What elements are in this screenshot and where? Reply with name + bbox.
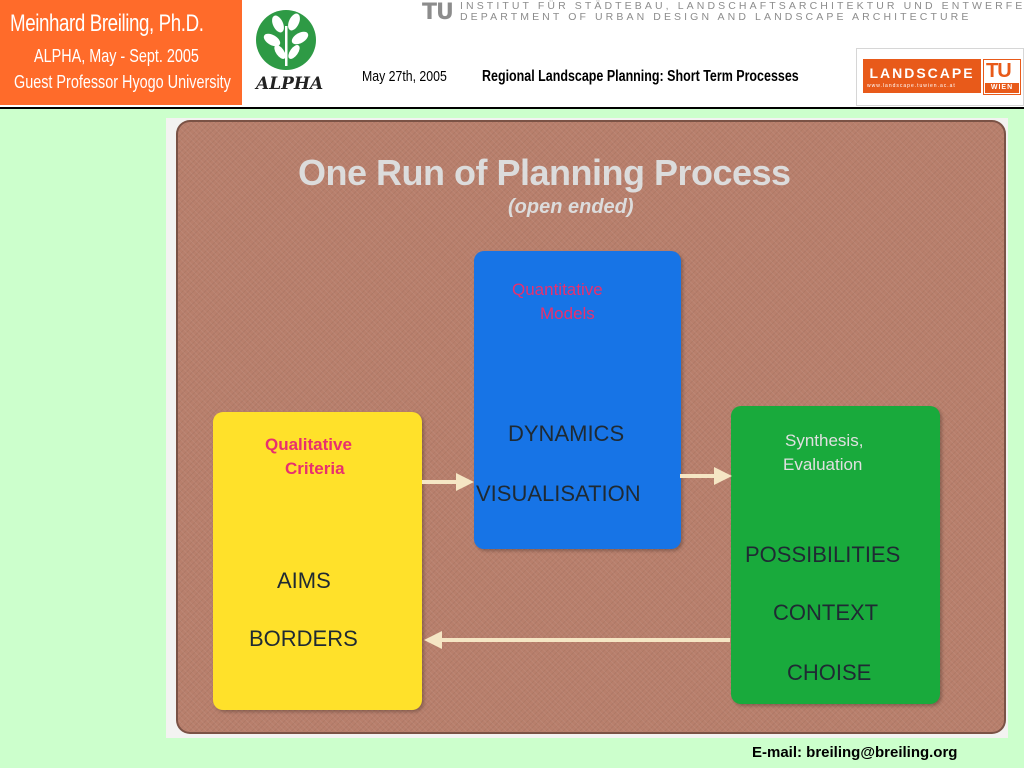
tu-wien-badge: TU WIEN [983, 59, 1021, 95]
diagram-title: One Run of Planning Process [298, 152, 791, 193]
synthesis-heading-line1: Synthesis, [785, 431, 864, 450]
synthesis-term-context: CONTEXT [773, 600, 879, 625]
diagram-subtitle: (open ended) [508, 196, 634, 218]
tu-wien-badge-tu: TU [986, 60, 1012, 82]
tu-logo: TU [422, 0, 454, 25]
alpha-logo: ALPHA [250, 6, 330, 98]
quantitative-term-dynamics: DYNAMICS [508, 421, 625, 446]
author-info-box: Meinhard Breiling, Ph.D. ALPHA, May - Se… [0, 0, 242, 105]
landscape-logo-text: LANDSCAPE [869, 65, 975, 81]
quantitative-term-visualisation: VISUALISATION [476, 481, 641, 506]
landscape-tu-wien-logo: LANDSCAPE www.landscape.tuwien.ac.at TU … [856, 48, 1024, 106]
author-name: Meinhard Breiling, Ph.D. [10, 10, 204, 37]
landscape-logo-url: www.landscape.tuwien.ac.at [867, 83, 956, 89]
lecture-date: May 27th, 2005 [362, 68, 447, 85]
quantitative-heading-line1: Quantitative [512, 280, 603, 299]
arrow-right-to-quantitative-icon [422, 473, 474, 491]
author-position: Guest Professor Hyogo University [14, 72, 231, 92]
header-divider [0, 107, 1024, 109]
qualitative-term-aims: AIMS [277, 568, 331, 593]
synthesis-heading-line2: Evaluation [783, 455, 863, 474]
institute-header: TU INSTITUT FÜR STÄDTEBAU, LANDSCHAFTSAR… [422, 0, 1024, 25]
qualitative-heading-line2: Criteria [285, 459, 345, 478]
qualitative-heading-line1: Qualitative [265, 435, 352, 454]
quantitative-models-box: Quantitative Models DYNAMICS VISUALISATI… [474, 251, 681, 549]
landscape-logo-bar [863, 59, 981, 93]
synthesis-term-choise: CHOISE [787, 660, 872, 685]
qualitative-criteria-box: Qualitative Criteria AIMS BORDERS [213, 412, 422, 710]
arrow-right-to-synthesis-icon [680, 467, 732, 485]
arrow-left-to-qualitative-icon [424, 631, 730, 649]
quantitative-heading-line2: Models [540, 304, 595, 323]
lecture-title: Regional Landscape Planning: Short Term … [482, 68, 799, 85]
slide-header: Meinhard Breiling, Ph.D. ALPHA, May - Se… [0, 0, 1024, 109]
synthesis-evaluation-box: Synthesis, Evaluation POSSIBILITIES CONT… [731, 406, 940, 704]
alpha-logo-text: ALPHA [256, 74, 324, 94]
qualitative-term-borders: BORDERS [249, 626, 358, 651]
author-affiliation: ALPHA, May - Sept. 2005 [34, 46, 199, 66]
synthesis-term-possibilities: POSSIBILITIES [745, 542, 901, 567]
institute-name-de: INSTITUT FÜR STÄDTEBAU, LANDSCHAFTSARCHI… [460, 0, 1024, 12]
contact-email[interactable]: E-mail: breiling@breiling.org [752, 744, 958, 761]
institute-name-en: DEPARTMENT OF URBAN DESIGN AND LANDSCAPE… [460, 11, 972, 23]
alpha-leaf-icon [256, 10, 316, 70]
tu-wien-badge-wien: WIEN [985, 83, 1019, 93]
